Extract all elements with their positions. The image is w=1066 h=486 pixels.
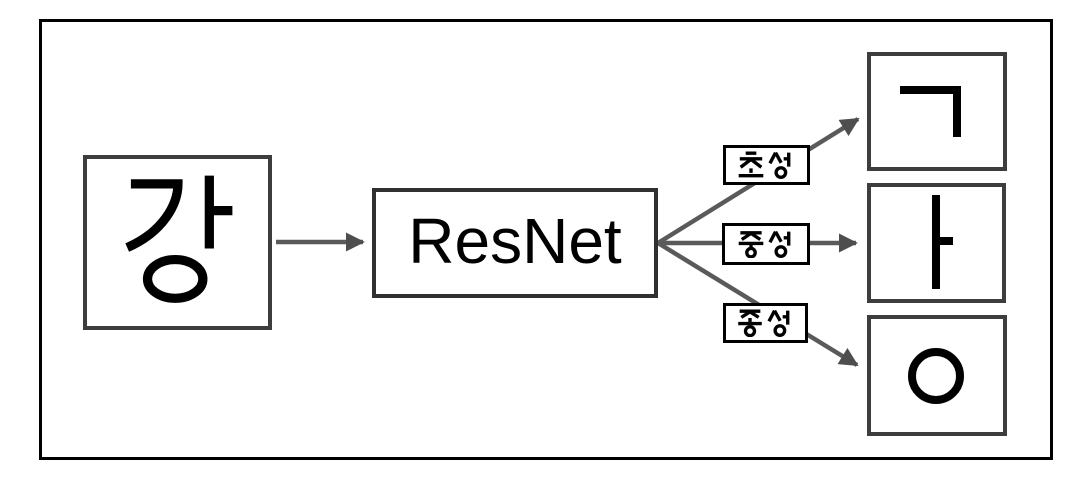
hangul-jung-glyph: [738, 231, 763, 258]
hangul-jong-glyph: [738, 309, 762, 337]
diagram-frame: [39, 19, 1053, 460]
jamo-ieung-glyph: [908, 348, 964, 404]
resnet-label: ResNet: [408, 205, 622, 277]
hangul-seong-glyph: [767, 309, 790, 337]
output-box-giyeok: ㄱ: [867, 52, 1007, 171]
resnet-box: ResNet: [372, 188, 658, 298]
label-choseong: 초성: [723, 145, 810, 185]
jamo-a-glyph: [932, 195, 953, 289]
hangul-gang-glyph: [125, 175, 233, 303]
output-box-ieung: ㅇ: [867, 315, 1007, 436]
hangul-cho-glyph: [738, 151, 764, 178]
label-jungseong: 중성: [722, 223, 810, 265]
label-choseong-text: 초성: [766, 165, 767, 166]
label-jongseong-text: 종성: [765, 323, 766, 324]
hangul-seong-glyph: [768, 151, 791, 179]
hangul-seong-glyph: [767, 230, 790, 258]
input-char-box: 강: [83, 155, 272, 330]
output-box-a: ㅏ: [867, 183, 1006, 303]
label-jungseong-text: 중성: [766, 244, 767, 245]
label-jongseong: 종성: [723, 303, 808, 343]
jamo-giyeok-glyph: [900, 86, 961, 137]
